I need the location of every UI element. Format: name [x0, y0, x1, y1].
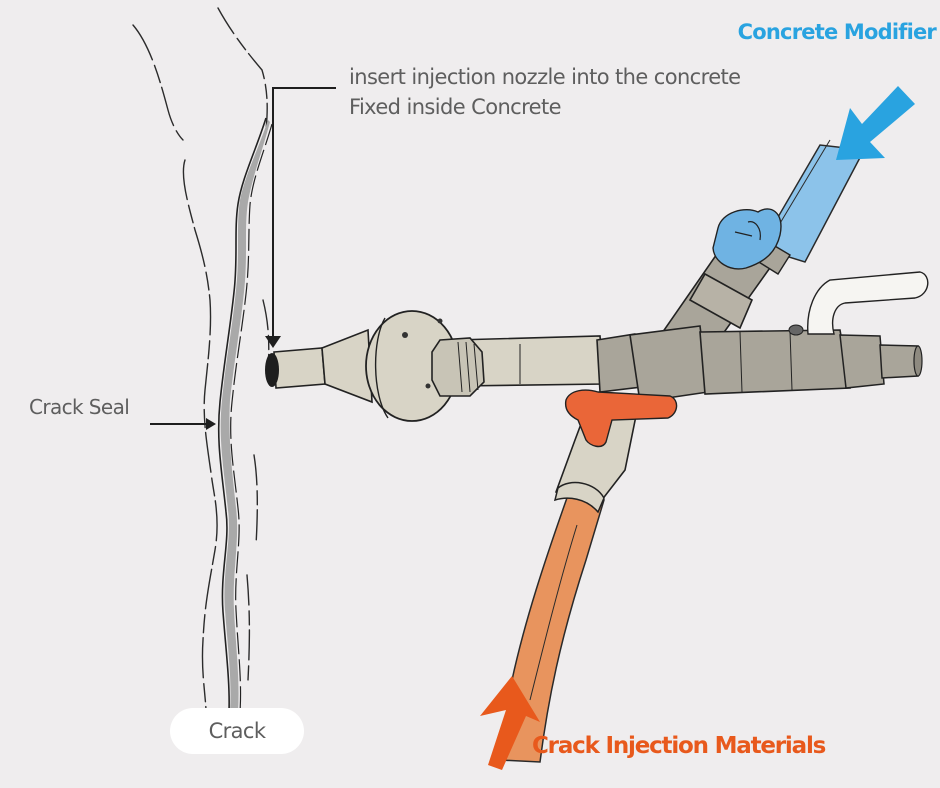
lever-ball-valve — [788, 271, 929, 336]
nozzle-fixed-label: Fixed inside Concrete — [349, 95, 562, 119]
crack-seal-fill — [220, 120, 270, 712]
blue-valve-handle — [712, 208, 782, 270]
crack-seal-leader-arrowhead — [206, 418, 216, 430]
concrete-surface — [132, 7, 270, 711]
concrete-left-edge — [132, 24, 218, 711]
outlet-nozzle — [879, 344, 919, 379]
modifier-flow-arrow — [836, 86, 915, 160]
crack-seal — [217, 117, 273, 713]
injection-hose — [499, 494, 605, 763]
red-valve-handle — [564, 389, 678, 448]
nozzle-leader-arrowhead — [265, 336, 281, 348]
crack-label-badge: Crack — [170, 708, 304, 754]
nozzle-cone — [321, 328, 373, 404]
tee-fitting — [596, 325, 923, 403]
valve-body — [699, 329, 851, 395]
concrete-right-edge — [217, 7, 270, 681]
hex-nut — [431, 337, 485, 397]
nozzle-leader — [272, 87, 336, 340]
crack-line — [217, 117, 267, 713]
diagonal-coupling — [688, 272, 754, 330]
crack-line-2 — [230, 123, 273, 713]
concrete-modifier-label: Concrete Modifier — [737, 20, 937, 44]
crack-injection-materials-label: Crack Injection Materials — [532, 733, 826, 759]
hose-collar — [553, 481, 605, 514]
leader-lines — [150, 87, 336, 430]
injection-flow-arrow — [480, 676, 540, 770]
crack-label: Crack — [208, 719, 266, 743]
nozzle-tip — [265, 353, 279, 387]
nozzle-instruction-label: insert injection nozzle into the concret… — [349, 65, 741, 89]
crack-seal-label: Crack Seal — [29, 395, 130, 419]
injection-nozzle — [265, 328, 373, 404]
